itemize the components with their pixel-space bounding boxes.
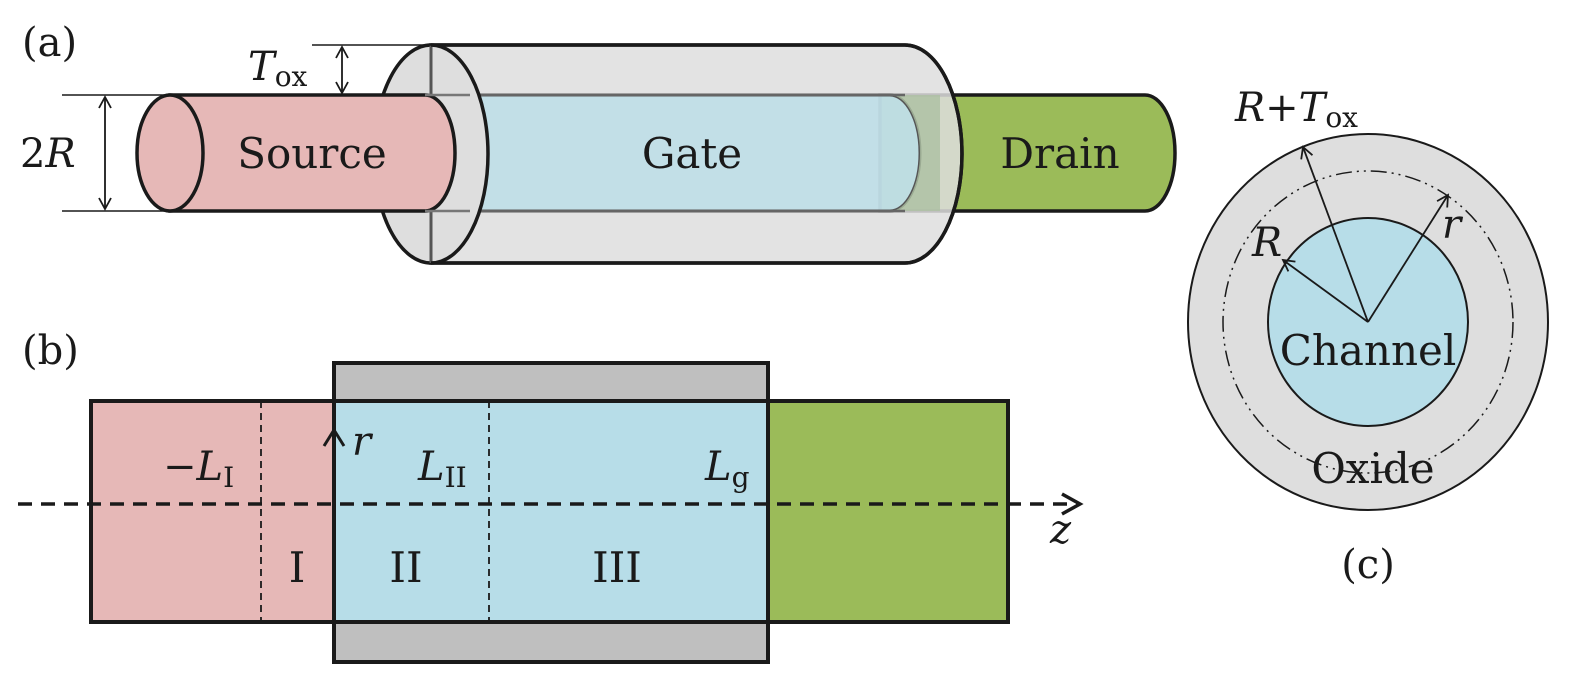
source-region-rect — [89, 399, 336, 624]
region-2-label: II — [389, 543, 422, 592]
outer-radius-arrow — [1300, 145, 1369, 323]
oxide-label: Oxide — [1311, 444, 1434, 493]
channel-region-rect — [332, 399, 770, 624]
dim-2r-label: 2R — [20, 131, 76, 177]
l2-label: LII — [417, 444, 467, 494]
integration-radius-circle — [1222, 170, 1514, 474]
panel-c-label: (c) — [1341, 542, 1395, 588]
panel-b: (b) z r −LI LII Lg I II III — [18, 328, 1084, 664]
outer-radius-label: R+Tox — [1234, 85, 1358, 134]
source-cylinder — [135, 93, 470, 213]
z-axis-arrowhead — [1061, 492, 1084, 516]
r-radius-arrow — [1281, 258, 1369, 323]
tox-label: Tox — [248, 44, 308, 93]
panel-a: (a) Source Gate Drai — [20, 20, 1177, 265]
minus-l1-label: −LI — [163, 444, 234, 494]
r-radius-label: R — [1251, 220, 1282, 266]
panel-c: R+Tox R r Channel Oxide (c) — [1187, 85, 1549, 588]
region-3-label: III — [592, 543, 642, 592]
channel-label: Channel — [1280, 326, 1457, 375]
z-axis-label: z — [1049, 507, 1072, 553]
drain-region-rect — [766, 399, 1010, 624]
drain-overlap — [890, 95, 940, 211]
gate-label: Gate — [642, 129, 742, 178]
region-1-label: I — [289, 543, 306, 592]
small-r-arrow — [1367, 193, 1450, 323]
panel-b-label: (b) — [22, 328, 79, 374]
source-label: Source — [237, 129, 387, 178]
r-axis-label: r — [352, 419, 374, 465]
source-body — [168, 93, 457, 213]
lg-label: Lg — [704, 444, 750, 494]
panel-a-label: (a) — [22, 20, 77, 66]
dimension-tox: Tox — [248, 44, 431, 95]
drain-label: Drain — [1000, 129, 1119, 178]
dimension-2r: 2R — [20, 94, 170, 212]
source-end-cap — [135, 93, 205, 213]
small-r-label: r — [1442, 202, 1464, 248]
r-axis-arrowhead — [322, 427, 346, 447]
